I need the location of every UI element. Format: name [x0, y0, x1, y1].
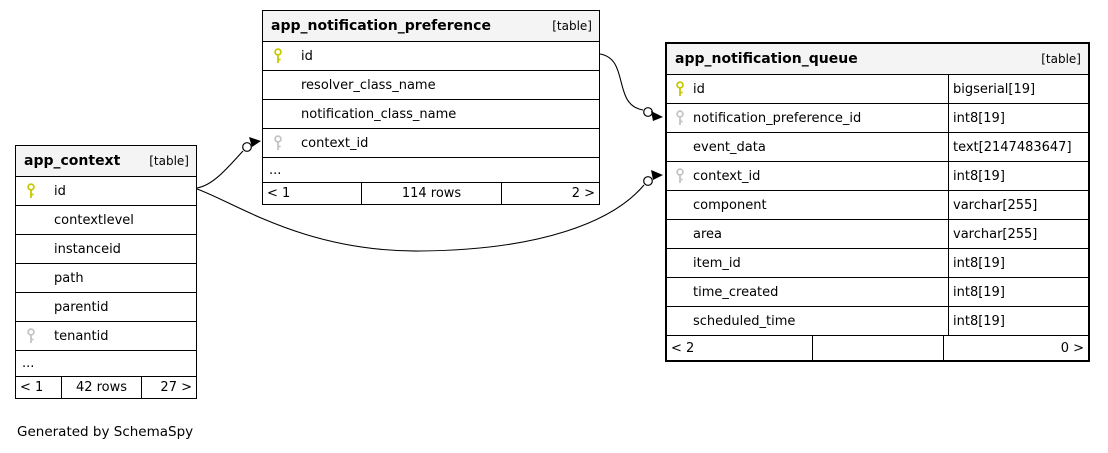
table-app-context[interactable]: app_context [table] id contextlevel inst… — [15, 145, 197, 399]
column-row: tenantid — [16, 321, 196, 350]
column-name: id — [693, 81, 705, 97]
column-name: resolver_class_name — [301, 77, 436, 93]
column-row: notification_preference_id int8[19] — [667, 103, 1088, 132]
table-title: app_notification_queue — [675, 51, 858, 67]
generator-note: Generated by SchemaSpy — [17, 424, 194, 440]
relation-context-id-to-preference — [196, 150, 244, 189]
table-footer: < 2 0 > — [667, 335, 1088, 360]
foreign-key-icon — [675, 110, 685, 126]
column-type: bigserial[19] — [948, 75, 1088, 103]
column-row: id — [263, 41, 599, 70]
column-row: context_id — [263, 128, 599, 157]
column-name: component — [693, 197, 767, 213]
column-row: resolver_class_name — [263, 70, 599, 99]
pager-implied-children: 0 > — [943, 336, 1088, 360]
column-type: int8[19] — [948, 249, 1088, 277]
zero-or-more-circle — [643, 107, 653, 117]
table-tag: [table] — [552, 19, 592, 33]
column-name: area — [693, 226, 722, 242]
arrowhead-icon — [249, 137, 261, 147]
column-type: int8[19] — [948, 278, 1088, 306]
column-row: notification_class_name — [263, 99, 599, 128]
table-footer: < 1 114 rows 2 > — [263, 182, 599, 204]
table-app-notification-queue[interactable]: app_notification_queue [table] id bigser… — [665, 42, 1090, 362]
table-title: app_context — [24, 153, 121, 169]
zero-or-more-circle — [643, 176, 653, 186]
row-count — [812, 336, 943, 360]
primary-key-icon — [26, 183, 36, 199]
column-row: id — [16, 176, 196, 205]
table-header[interactable]: app_notification_preference [table] — [263, 11, 599, 41]
column-name: notification_class_name — [301, 106, 457, 122]
foreign-key-icon — [675, 168, 685, 184]
column-row: path — [16, 263, 196, 292]
column-name: id — [301, 48, 313, 64]
column-name: context_id — [301, 135, 369, 151]
column-name: id — [54, 183, 66, 199]
row-count: 42 rows — [61, 377, 141, 398]
column-name: parentid — [54, 299, 109, 315]
table-footer: < 1 42 rows 27 > — [16, 376, 196, 398]
column-name: path — [54, 270, 84, 286]
column-name: contextlevel — [54, 212, 134, 228]
pager-implied-parents: < 1 — [20, 380, 44, 395]
column-row: component varchar[255] — [667, 190, 1088, 219]
arrowhead-icon — [651, 111, 663, 121]
column-type: varchar[255] — [948, 191, 1088, 219]
column-type: int8[19] — [948, 104, 1088, 132]
hidden-columns-ellipsis: ... — [16, 350, 196, 376]
column-name: scheduled_time — [693, 313, 796, 329]
column-row: area varchar[255] — [667, 219, 1088, 248]
column-name: instanceid — [54, 241, 121, 257]
ellipsis-label: ... — [22, 356, 35, 371]
relation-preference-id-to-queue — [599, 53, 644, 111]
column-type: int8[19] — [948, 162, 1088, 190]
zero-or-more-circle — [242, 142, 252, 152]
foreign-key-icon — [26, 328, 36, 344]
row-count: 114 rows — [361, 183, 501, 204]
primary-key-icon — [675, 81, 685, 97]
column-name: item_id — [693, 255, 741, 271]
table-tag: [table] — [1041, 52, 1081, 66]
column-row: instanceid — [16, 234, 196, 263]
column-type: text[2147483647] — [948, 133, 1088, 161]
column-row: contextlevel — [16, 205, 196, 234]
table-title: app_notification_preference — [271, 18, 491, 34]
ellipsis-label: ... — [269, 162, 282, 178]
table-tag: [table] — [149, 154, 189, 168]
column-row: event_data text[2147483647] — [667, 132, 1088, 161]
column-row: item_id int8[19] — [667, 248, 1088, 277]
column-name: event_data — [693, 139, 766, 155]
table-header[interactable]: app_notification_queue [table] — [667, 44, 1088, 74]
column-name: notification_preference_id — [693, 110, 862, 126]
column-row: id bigserial[19] — [667, 74, 1088, 103]
hidden-columns-ellipsis: ... — [263, 157, 599, 182]
pager-implied-children: 2 > — [501, 183, 599, 204]
pager-implied-children: 27 > — [141, 377, 196, 398]
column-type: varchar[255] — [948, 220, 1088, 248]
foreign-key-icon — [273, 135, 283, 151]
arrowhead-icon — [651, 170, 663, 180]
column-name: tenantid — [54, 328, 109, 344]
column-type: int8[19] — [948, 307, 1088, 335]
column-name: context_id — [693, 168, 761, 184]
table-app-notification-preference[interactable]: app_notification_preference [table] id r… — [262, 10, 600, 205]
pager-implied-parents: < 2 — [671, 340, 695, 356]
column-row: parentid — [16, 292, 196, 321]
column-row: context_id int8[19] — [667, 161, 1088, 190]
primary-key-icon — [273, 48, 283, 64]
pager-implied-parents: < 1 — [267, 186, 291, 201]
column-row: scheduled_time int8[19] — [667, 306, 1088, 335]
table-header[interactable]: app_context [table] — [16, 146, 196, 176]
column-name: time_created — [693, 284, 779, 300]
column-row: time_created int8[19] — [667, 277, 1088, 306]
